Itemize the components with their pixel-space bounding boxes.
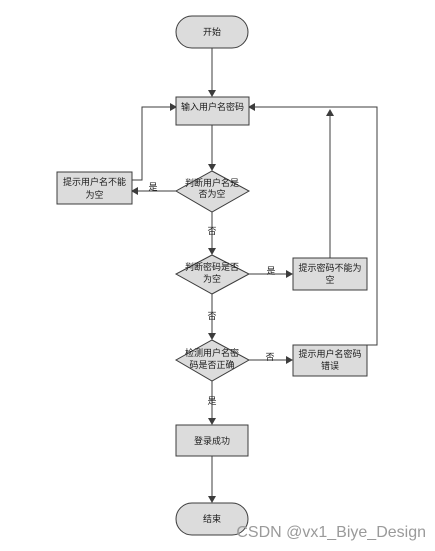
edge-label-verify-yes: 是 xyxy=(207,396,216,407)
check-password-node: 判断密码是否 为空 xyxy=(174,254,251,295)
check-password-label-1: 判断密码是否 xyxy=(185,261,239,273)
edge-label-pwd-yes: 是 xyxy=(266,266,275,277)
arrowhead xyxy=(208,418,216,425)
end-label: 结束 xyxy=(203,513,221,525)
login-success-label: 登录成功 xyxy=(194,435,230,447)
edge-label-pwd-no: 否 xyxy=(207,311,216,322)
login-success-node: 登录成功 xyxy=(175,424,249,457)
start-node: 开始 xyxy=(175,15,249,49)
verify-credentials-label-1: 检测用户名密 xyxy=(185,347,239,359)
edge-wrong-input xyxy=(249,106,378,346)
arrowhead xyxy=(248,103,255,111)
edge-label-user-yes: 是 xyxy=(148,182,157,193)
password-empty-label-1: 提示密码不能为 xyxy=(298,262,361,274)
edge-label-verify-no: 否 xyxy=(265,352,274,363)
arrowhead xyxy=(208,496,216,503)
arrowhead xyxy=(208,248,216,255)
check-username-label-1: 判断用户名是 xyxy=(185,177,239,189)
arrowhead xyxy=(170,103,177,111)
watermark: CSDN @vx1_Biye_Design xyxy=(236,524,426,541)
arrowhead xyxy=(326,109,334,116)
arrowhead xyxy=(208,164,216,171)
verify-credentials-label-2: 码是否正确 xyxy=(189,359,234,371)
start-label: 开始 xyxy=(203,26,221,38)
username-empty-label-2: 为空 xyxy=(85,189,103,201)
arrowhead xyxy=(131,187,138,195)
arrowhead xyxy=(286,356,293,364)
check-username-node: 判断用户名是 否为空 xyxy=(174,170,251,213)
input-node: 输入用户名密码 xyxy=(175,96,250,126)
end-node: 结束 xyxy=(175,502,249,536)
wrong-credentials-label-1: 提示用户名密码 xyxy=(298,348,361,360)
password-empty-label-2: 空 xyxy=(325,274,334,286)
arrowhead xyxy=(286,270,293,278)
verify-credentials-node: 检测用户名密 码是否正确 xyxy=(174,339,251,382)
edge-userempty-input xyxy=(132,106,176,181)
check-username-label-2: 否为空 xyxy=(198,188,225,200)
wrong-credentials-label-2: 错误 xyxy=(321,360,339,372)
arrowhead xyxy=(208,333,216,340)
check-password-label-2: 为空 xyxy=(203,273,221,285)
edge-label-user-no: 否 xyxy=(207,226,216,237)
username-empty-node: 提示用户名不能 为空 xyxy=(56,171,133,205)
input-label: 输入用户名密码 xyxy=(181,101,244,113)
username-empty-label-1: 提示用户名不能 xyxy=(63,176,126,188)
wrong-credentials-node: 提示用户名密码 错误 xyxy=(292,344,368,377)
arrowhead xyxy=(208,90,216,97)
password-empty-node: 提示密码不能为 空 xyxy=(292,257,368,291)
